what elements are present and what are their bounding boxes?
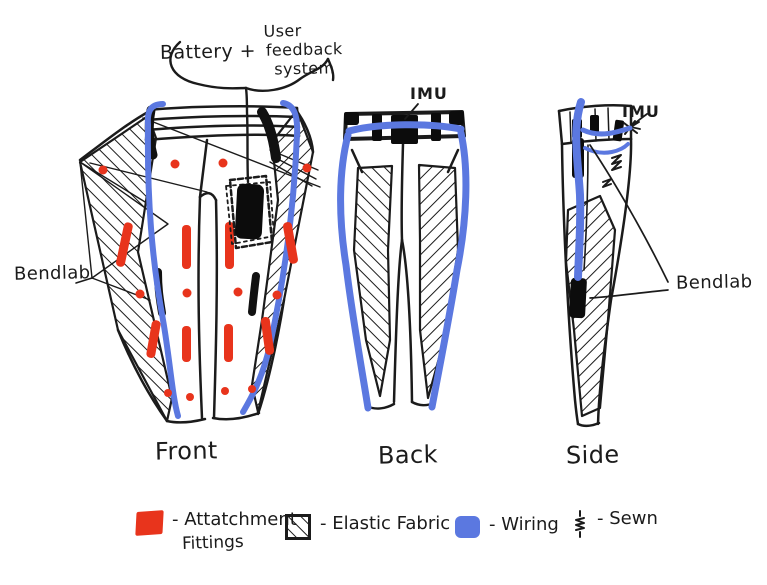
battery-feedback-label: Battery + User feedback system (159, 20, 343, 81)
legend-item-attachment: - Attatchment Fittings (135, 509, 297, 554)
sewn-marks (602, 154, 622, 188)
elastic-fabric-swatch-icon (285, 514, 311, 540)
back-view-drawing (337, 103, 470, 412)
back-wiring (337, 121, 470, 412)
front-view-caption: Front (154, 436, 218, 466)
side-main-wire (572, 98, 585, 281)
imu-back-label: IMU (410, 84, 448, 103)
battery-label-text: Battery + (159, 39, 257, 64)
imu-side-label: IMU (622, 102, 660, 121)
legend-sewn-label: - Sewn (597, 508, 658, 529)
legend-attachment-label-line2: Fittings (181, 531, 245, 554)
side-outline (557, 103, 633, 428)
sewn-glyph-icon (575, 510, 585, 538)
battery-device (225, 174, 275, 250)
front-attachment-fittings (98, 158, 312, 401)
back-waist-wire (345, 121, 465, 135)
back-left-wire (337, 131, 372, 412)
bendlab-sensor (569, 277, 587, 319)
user-feedback-system-text: User feedback system (263, 20, 343, 79)
legend-item-elastic-fabric: - Elastic Fabric (285, 513, 450, 540)
legend-attachment-label: - Attatchment (172, 509, 297, 530)
front-left-wire (144, 101, 181, 419)
legend-item-wiring: - Wiring (455, 514, 559, 538)
bendlab-right-label: Bendlab (675, 271, 753, 294)
legend-wiring-label: - Wiring (489, 514, 559, 535)
side-wiring (572, 98, 633, 281)
wiring-swatch-icon (455, 516, 480, 538)
legend-item-sewn: - Sewn (572, 508, 658, 543)
bendlab-left-label: Bendlab (13, 262, 91, 285)
imu-back-pointer-line (404, 103, 419, 120)
front-right-wire (240, 100, 301, 415)
back-view-caption: Back (377, 440, 439, 470)
attachment-swatch-icon (135, 510, 164, 536)
front-wiring (144, 100, 301, 419)
side-view-caption: Side (565, 440, 620, 470)
bendlab-left-pointer-lines (75, 277, 93, 284)
side-view-drawing (557, 98, 669, 428)
battery-label-wire (169, 40, 335, 184)
bendlab-right-pointer-lines (589, 144, 669, 299)
back-left-elastic-panel (352, 164, 394, 398)
front-view-drawing (75, 40, 335, 424)
back-right-wire (428, 129, 470, 411)
legend-elastic-label: - Elastic Fabric (320, 513, 451, 534)
